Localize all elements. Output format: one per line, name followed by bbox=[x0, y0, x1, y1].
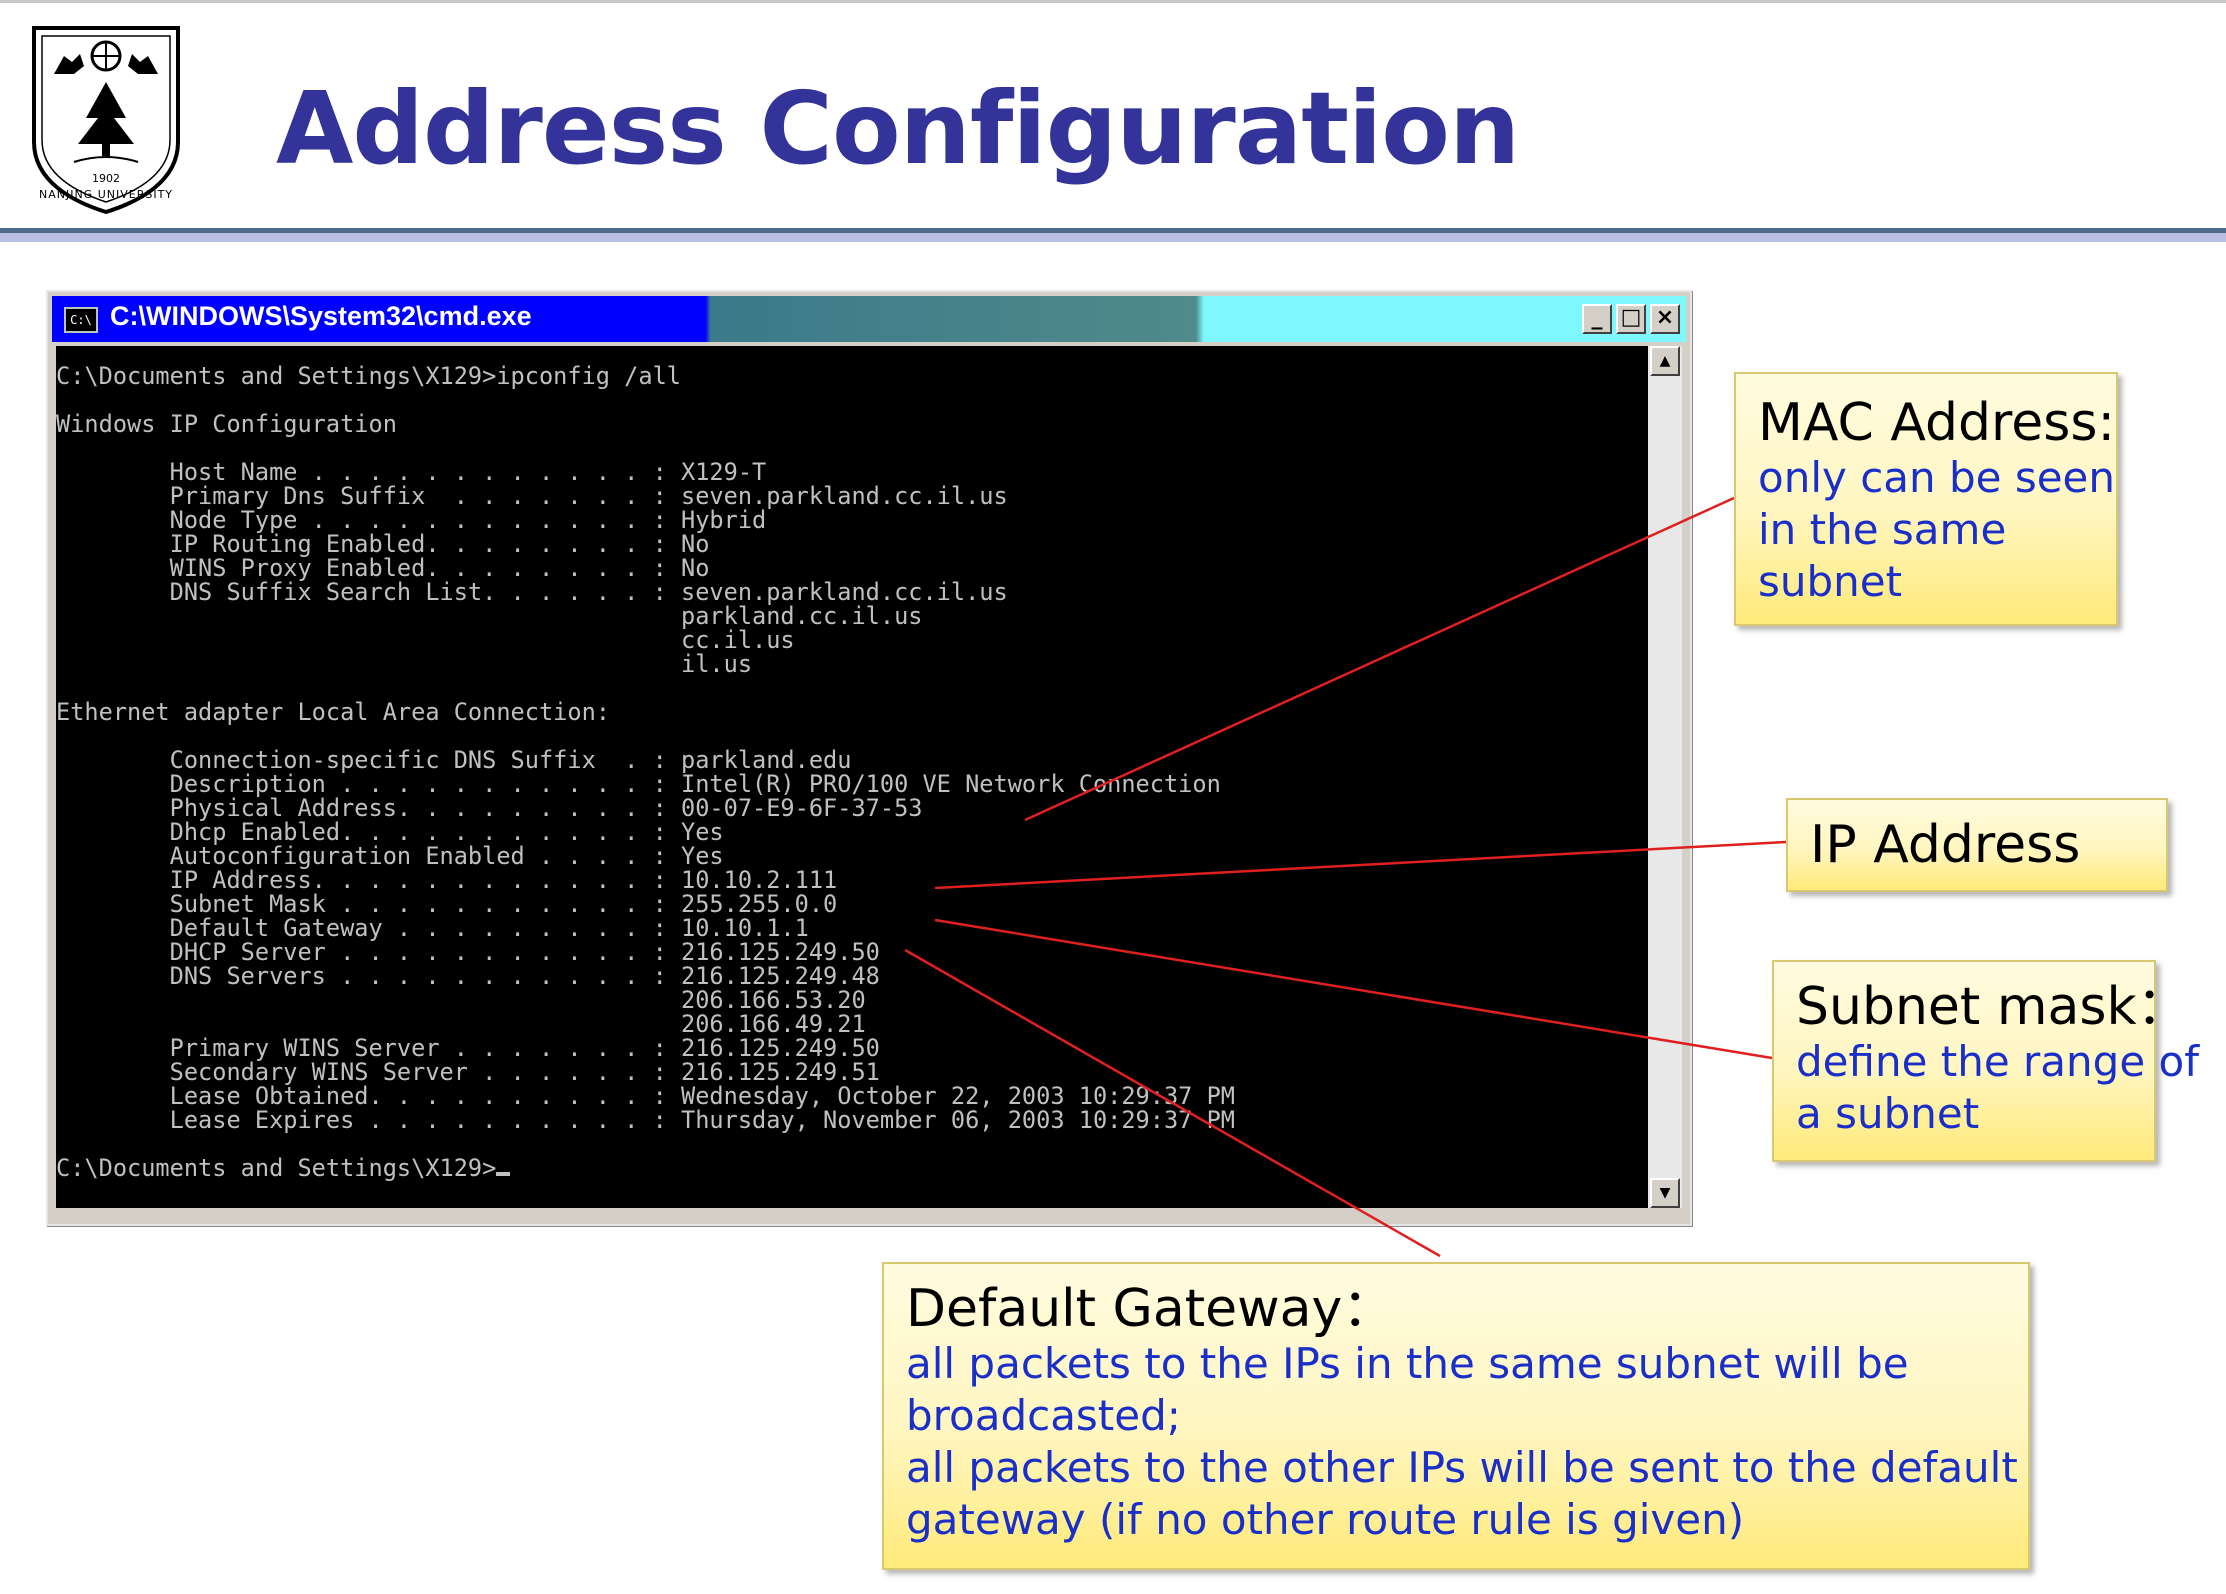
console-output[interactable]: C:\Documents and Settings\X129>ipconfig … bbox=[56, 346, 1648, 1208]
console-line: Primary WINS Server . . . . . . . : 216.… bbox=[56, 1034, 880, 1062]
console-line: Windows IP Configuration bbox=[56, 410, 397, 438]
console-line: Lease Expires . . . . . . . . . . : Thur… bbox=[56, 1106, 1235, 1134]
scroll-up-button[interactable]: ▲ bbox=[1650, 346, 1680, 376]
header-divider-shadow bbox=[0, 233, 2226, 242]
console-line: Subnet Mask . . . . . . . . . . . : 255.… bbox=[56, 890, 838, 918]
console-line: cc.il.us bbox=[56, 626, 795, 654]
console-line: Primary Dns Suffix . . . . . . . : seven… bbox=[56, 482, 1008, 510]
console-line: IP Address. . . . . . . . . . . . : 10.1… bbox=[56, 866, 838, 894]
gateway-callout-heading: Default Gateway： bbox=[906, 1279, 1395, 1339]
mac-callout-heading: MAC Address: bbox=[1758, 393, 2115, 453]
default-gateway-callout: Default Gateway： all packets to the IPs … bbox=[882, 1262, 2030, 1570]
console-line: C:\Documents and Settings\X129> bbox=[56, 1154, 497, 1182]
mac-callout-line: only can be seen bbox=[1758, 453, 2116, 502]
cmd-window[interactable]: C:\ C:\WINDOWS\System32\cmd.exe _ □ × C:… bbox=[46, 290, 1692, 1226]
console-line: Host Name . . . . . . . . . . . . : X129… bbox=[56, 458, 767, 486]
scroll-down-button[interactable]: ▼ bbox=[1650, 1178, 1680, 1208]
window-titlebar[interactable]: C:\ C:\WINDOWS\System32\cmd.exe _ □ × bbox=[52, 296, 1686, 342]
text-cursor bbox=[496, 1172, 511, 1176]
nanjing-university-seal-icon: 1902 NANJING UNIVERSITY bbox=[32, 26, 180, 214]
subnet-mask-callout: Subnet mask： define the range of a subne… bbox=[1772, 960, 2199, 1162]
gateway-callout-line: broadcasted; bbox=[906, 1391, 1181, 1440]
console-line: Default Gateway . . . . . . . . . : 10.1… bbox=[56, 914, 809, 942]
maximize-button[interactable]: □ bbox=[1616, 304, 1646, 334]
console-line: Node Type . . . . . . . . . . . . : Hybr… bbox=[56, 506, 767, 534]
console-line: DNS Suffix Search List. . . . . . : seve… bbox=[56, 578, 1008, 606]
console-text: C:\Documents and Settings\X129>ipconfig … bbox=[56, 364, 1235, 1180]
console-line: DHCP Server . . . . . . . . . . . : 216.… bbox=[56, 938, 880, 966]
mac-callout-line: in the same bbox=[1758, 505, 2007, 554]
console-line: Autoconfiguration Enabled . . . . : Yes bbox=[56, 842, 724, 870]
console-line: Secondary WINS Server . . . . . . : 216.… bbox=[56, 1058, 880, 1086]
mac-callout-body: only can be seen in the same subnet bbox=[1758, 452, 2115, 608]
console-line: 206.166.53.20 bbox=[56, 986, 866, 1014]
subnet-callout-line: a subnet bbox=[1796, 1089, 1980, 1138]
console-line: parkland.cc.il.us bbox=[56, 602, 923, 630]
console-line: Ethernet adapter Local Area Connection: bbox=[56, 698, 610, 726]
vertical-scrollbar[interactable]: ▲ ▼ bbox=[1648, 346, 1682, 1208]
header-divider bbox=[0, 228, 2226, 233]
top-rule bbox=[0, 0, 2226, 3]
gateway-callout-body: all packets to the IPs in the same subne… bbox=[906, 1338, 2018, 1546]
gateway-callout-line: all packets to the other IPs will be sen… bbox=[906, 1443, 2018, 1492]
subnet-callout-body: define the range of a subnet bbox=[1796, 1036, 2199, 1140]
mac-address-callout: MAC Address: only can be seen in the sam… bbox=[1734, 372, 2118, 626]
minimize-button[interactable]: _ bbox=[1582, 304, 1612, 334]
subnet-callout-line: define the range of bbox=[1796, 1037, 2199, 1086]
console-line: Dhcp Enabled. . . . . . . . . . . : Yes bbox=[56, 818, 724, 846]
console-line: IP Routing Enabled. . . . . . . . : No bbox=[56, 530, 710, 558]
console-line: DNS Servers . . . . . . . . . . . : 216.… bbox=[56, 962, 880, 990]
console-line: WINS Proxy Enabled. . . . . . . . : No bbox=[56, 554, 710, 582]
gateway-callout-line: gateway (if no other route rule is given… bbox=[906, 1495, 1745, 1544]
window-title: C:\WINDOWS\System32\cmd.exe bbox=[110, 301, 532, 331]
console-line: 206.166.49.21 bbox=[56, 1010, 866, 1038]
ip-address-callout: IP Address bbox=[1786, 798, 2168, 892]
console-line: il.us bbox=[56, 650, 753, 678]
console-line: C:\Documents and Settings\X129>ipconfig … bbox=[56, 362, 682, 390]
mac-callout-line: subnet bbox=[1758, 557, 1903, 606]
page-title: Address Configuration bbox=[276, 70, 1520, 187]
logo-name-text: NANJING UNIVERSITY bbox=[39, 188, 173, 201]
logo-year-text: 1902 bbox=[92, 172, 120, 185]
gateway-callout-line: all packets to the IPs in the same subne… bbox=[906, 1339, 1909, 1388]
close-button[interactable]: × bbox=[1650, 304, 1680, 334]
subnet-callout-heading: Subnet mask： bbox=[1796, 977, 2189, 1037]
ip-callout-heading: IP Address bbox=[1810, 815, 2081, 875]
console-line: Connection-specific DNS Suffix . : parkl… bbox=[56, 746, 852, 774]
console-line: Physical Address. . . . . . . . . : 00-0… bbox=[56, 794, 923, 822]
cmd-app-icon[interactable]: C:\ bbox=[64, 307, 98, 333]
